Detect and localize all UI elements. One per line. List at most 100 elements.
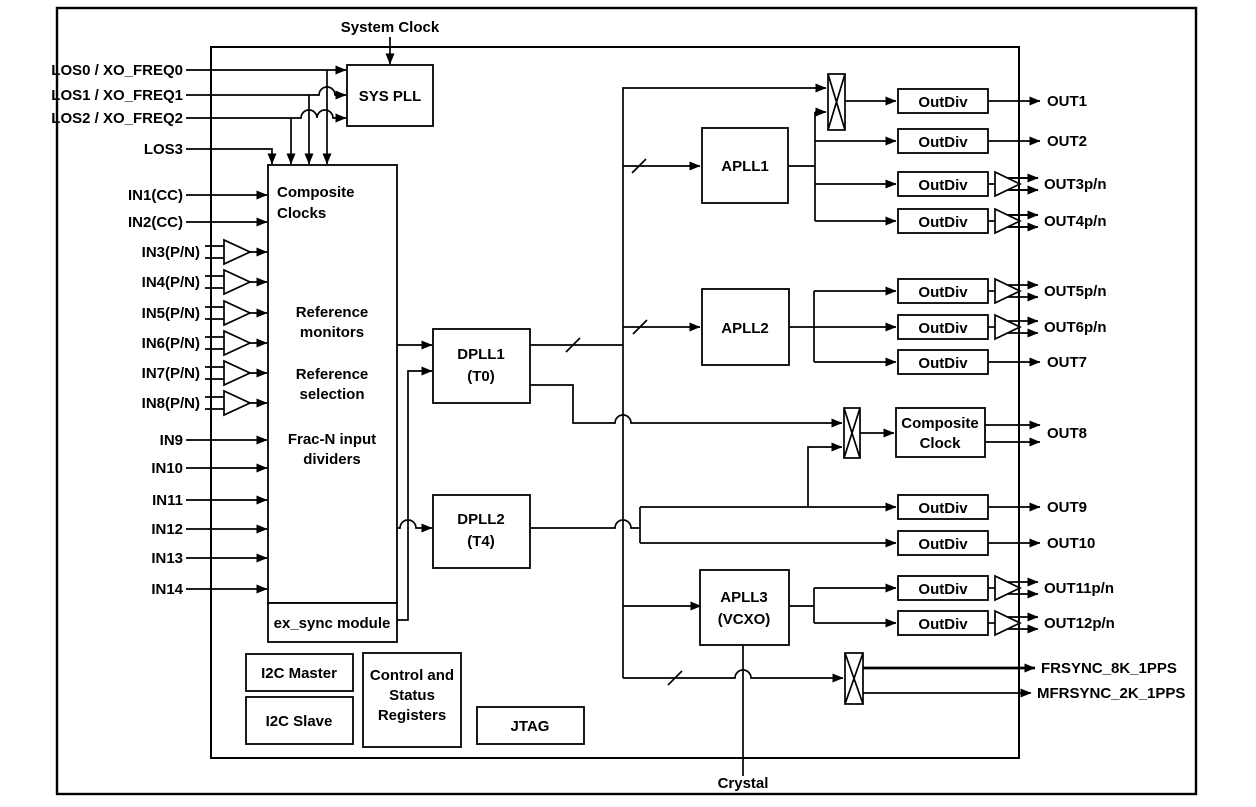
pin-out6: OUT6p/n bbox=[1044, 319, 1107, 336]
pin-in11: IN11 bbox=[152, 492, 183, 509]
composite-clocks-label: Clocks bbox=[277, 205, 326, 222]
mux-frsync-icon bbox=[844, 652, 864, 705]
pin-in6: IN6(P/N) bbox=[142, 335, 200, 352]
pin-in8: IN8(P/N) bbox=[142, 395, 200, 412]
pin-out11: OUT11p/n bbox=[1044, 580, 1114, 597]
outdiv-out3: OutDiv bbox=[897, 171, 989, 197]
pin-in12: IN12 bbox=[151, 521, 183, 538]
block-composite-clocks: Composite Clocks Reference monitors Refe… bbox=[267, 164, 398, 604]
ex-sync-label: ex_sync module bbox=[274, 615, 391, 632]
pin-out4: OUT4p/n bbox=[1044, 213, 1107, 230]
dpll2-label: DPLL2 bbox=[457, 511, 505, 528]
pin-los2: LOS2 / XO_FREQ2 bbox=[51, 110, 183, 127]
pin-mfrsync-2k-1pps: MFRSYNC_2K_1PPS bbox=[1037, 685, 1185, 702]
apll3-label: (VCXO) bbox=[718, 611, 771, 628]
reference-monitors-label: Reference bbox=[296, 304, 369, 321]
pin-out1: OUT1 bbox=[1047, 93, 1087, 110]
pin-in7: IN7(P/N) bbox=[142, 365, 200, 382]
mux-out1-icon bbox=[827, 73, 846, 131]
mux-composite-clock-icon bbox=[843, 407, 861, 459]
apll1-label: APLL1 bbox=[721, 158, 769, 175]
pin-out2: OUT2 bbox=[1047, 133, 1087, 150]
reference-monitors-label: monitors bbox=[300, 324, 364, 341]
outdiv-out4: OutDiv bbox=[897, 208, 989, 234]
outdiv-label: OutDiv bbox=[918, 616, 968, 633]
buffer-icon bbox=[223, 389, 253, 417]
outdiv-out7: OutDiv bbox=[897, 349, 989, 375]
block-dpll1: DPLL1 (T0) bbox=[432, 328, 531, 404]
outdiv-label: OutDiv bbox=[918, 177, 968, 194]
buffer-icon bbox=[223, 238, 253, 266]
wiring bbox=[186, 37, 1040, 776]
buffer-icon bbox=[223, 329, 253, 357]
outdiv-label: OutDiv bbox=[918, 536, 968, 553]
composite-clock-label: Clock bbox=[920, 435, 962, 452]
outdiv-label: OutDiv bbox=[918, 94, 968, 111]
outdiv-out9: OutDiv bbox=[897, 494, 989, 520]
block-composite-clock-output: Composite Clock bbox=[895, 407, 986, 458]
pin-in1: IN1(CC) bbox=[128, 187, 183, 204]
buffer-icon bbox=[994, 207, 1022, 235]
buffer-icon bbox=[994, 170, 1022, 198]
dpll2-label: (T4) bbox=[467, 533, 495, 550]
input-buffer-icons bbox=[223, 238, 253, 417]
pin-in4: IN4(P/N) bbox=[142, 274, 200, 291]
pin-frsync-8k-1pps: FRSYNC_8K_1PPS bbox=[1041, 660, 1177, 677]
reference-selection-label: Reference bbox=[296, 366, 369, 383]
outdiv-out6: OutDiv bbox=[897, 314, 989, 340]
pin-in13: IN13 bbox=[151, 550, 183, 567]
outdiv-out12: OutDiv bbox=[897, 610, 989, 636]
pin-out12: OUT12p/n bbox=[1044, 615, 1115, 632]
buffer-icon bbox=[994, 313, 1022, 341]
pin-out8: OUT8 bbox=[1047, 425, 1087, 442]
outdiv-out1: OutDiv bbox=[897, 88, 989, 114]
sys-pll-label: SYS PLL bbox=[359, 88, 422, 105]
pin-in5: IN5(P/N) bbox=[142, 305, 200, 322]
pin-in14: IN14 bbox=[151, 581, 183, 598]
outdiv-label: OutDiv bbox=[918, 320, 968, 337]
outdiv-label: OutDiv bbox=[918, 134, 968, 151]
outdiv-out11: OutDiv bbox=[897, 575, 989, 601]
clock-mux-icons bbox=[827, 73, 864, 705]
output-buffer-icons bbox=[994, 170, 1022, 637]
block-i2c-slave: I2C Slave bbox=[245, 696, 354, 745]
block-apll1: APLL1 bbox=[701, 127, 789, 204]
pin-out10: OUT10 bbox=[1047, 535, 1095, 552]
pin-in9: IN9 bbox=[160, 432, 183, 449]
pin-out3: OUT3p/n bbox=[1044, 176, 1107, 193]
outdiv-label: OutDiv bbox=[918, 284, 968, 301]
pin-out5: OUT5p/n bbox=[1044, 283, 1107, 300]
outdiv-out2: OutDiv bbox=[897, 128, 989, 154]
reference-selection-label: selection bbox=[299, 386, 364, 403]
blocks: SYS PLL Composite Clocks Reference monit… bbox=[245, 64, 989, 748]
block-sys-pll: SYS PLL bbox=[346, 64, 434, 127]
outdiv-out5: OutDiv bbox=[897, 278, 989, 304]
apll3-label: APLL3 bbox=[720, 589, 768, 606]
frac-n-dividers-label: Frac-N input bbox=[288, 431, 376, 448]
figure-border bbox=[55, 6, 1198, 796]
csr-label: Control and bbox=[370, 667, 454, 684]
output-pin-labels: OUT1 OUT2 OUT3p/n OUT4p/n OUT5p/n OUT6p/… bbox=[1037, 93, 1185, 702]
buffer-icon bbox=[994, 574, 1022, 602]
block-dpll2: DPLL2 (T4) bbox=[432, 494, 531, 569]
block-jtag: JTAG bbox=[476, 706, 585, 745]
pin-los1: LOS1 / XO_FREQ1 bbox=[51, 87, 183, 104]
buffer-icon bbox=[223, 268, 253, 296]
pin-out7: OUT7 bbox=[1047, 354, 1087, 371]
block-apll2: APLL2 bbox=[701, 288, 790, 366]
pin-los3: LOS3 bbox=[144, 141, 183, 158]
outdiv-out10: OutDiv bbox=[897, 530, 989, 556]
outdiv-label: OutDiv bbox=[918, 355, 968, 372]
input-pin-labels: LOS0 / XO_FREQ0 LOS1 / XO_FREQ1 LOS2 / X… bbox=[51, 62, 200, 598]
i2c-master-label: I2C Master bbox=[261, 665, 337, 682]
csr-label: Registers bbox=[378, 707, 446, 724]
csr-label: Status bbox=[389, 687, 435, 704]
composite-clocks-label: Composite bbox=[277, 184, 355, 201]
pin-in2: IN2(CC) bbox=[128, 214, 183, 231]
block-i2c-master: I2C Master bbox=[245, 653, 354, 692]
pin-los0: LOS0 / XO_FREQ0 bbox=[51, 62, 183, 79]
system-clock-label: System Clock bbox=[341, 19, 440, 36]
buffer-icon bbox=[223, 359, 253, 387]
